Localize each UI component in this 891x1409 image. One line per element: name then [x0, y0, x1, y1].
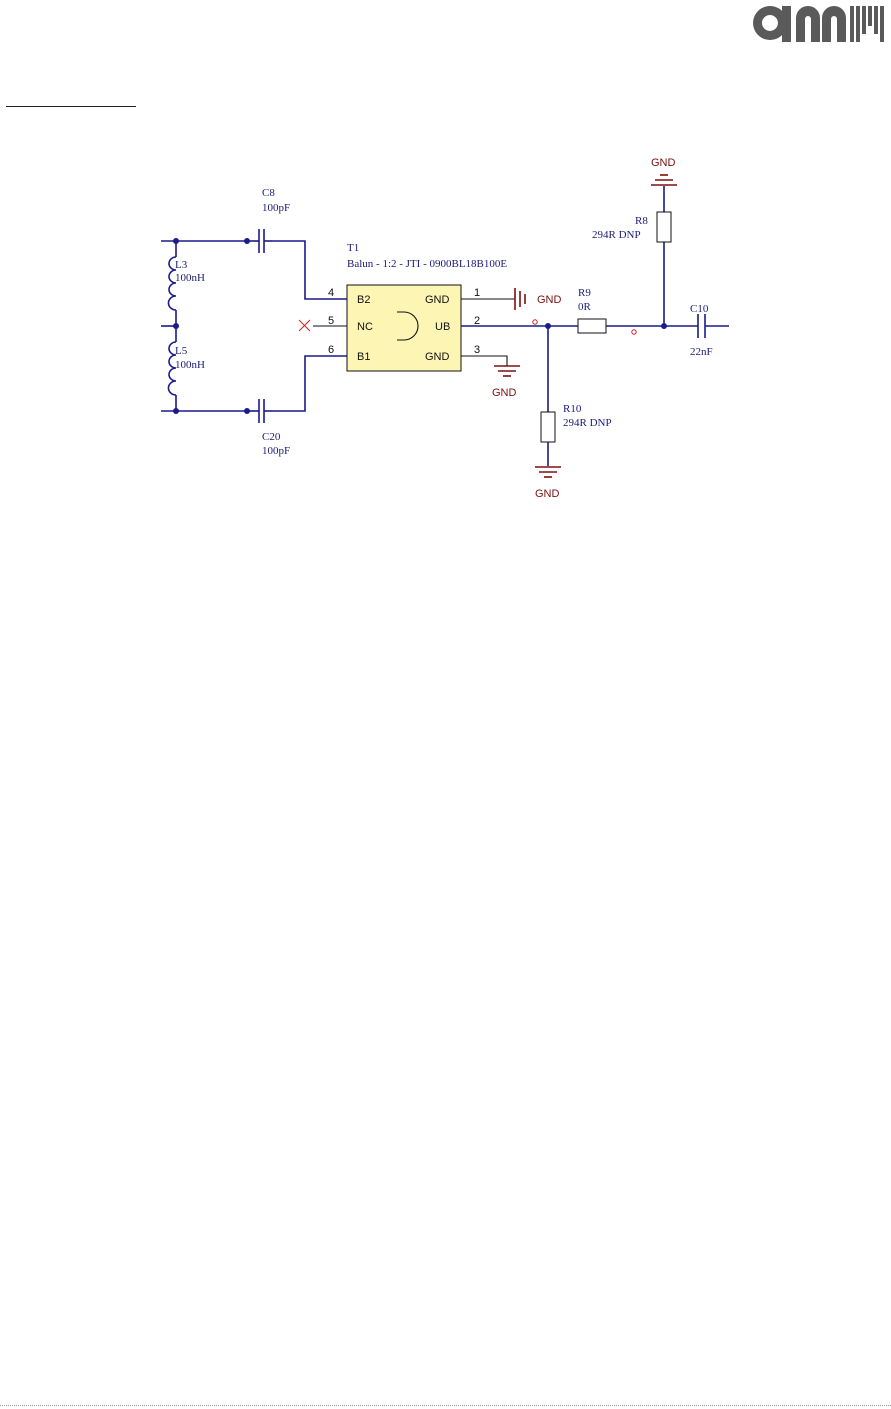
r8-resistor	[657, 212, 671, 242]
c10-ref: C10	[690, 303, 709, 315]
l5-value: 100nH	[175, 359, 205, 371]
c8-value: 100pF	[262, 202, 290, 214]
r9-value: 0R	[578, 301, 592, 313]
test-point-mark	[632, 330, 636, 334]
r8-ref: R8	[635, 215, 648, 227]
gnd-label-pin1: GND	[537, 294, 562, 306]
r9-ref: R9	[578, 287, 591, 299]
gnd-symbol-r10	[535, 467, 561, 477]
gnd-label-r8: GND	[651, 157, 676, 169]
gnd-label-r10: GND	[535, 488, 560, 500]
r10-resistor	[541, 412, 555, 442]
r10-value: 294R DNP	[563, 417, 612, 429]
gnd-symbol-r8	[651, 175, 677, 185]
l5-ref: L5	[175, 345, 188, 357]
r10-ref: R10	[563, 403, 582, 415]
c10-capacitor	[698, 314, 705, 338]
test-point-mark	[533, 320, 537, 324]
l3-value: 100nH	[175, 272, 205, 284]
pin-number-3: 3	[474, 344, 480, 356]
t1-value: Balun - 1:2 - JTI - 0900BL18B100E	[347, 258, 507, 270]
t1-ref: T1	[347, 242, 359, 254]
c20-capacitor	[250, 399, 272, 423]
r9-resistor	[578, 319, 606, 333]
pin-name-nc: NC	[357, 321, 373, 333]
c20-ref: C20	[262, 431, 281, 443]
pin-name-b1: B1	[357, 351, 370, 363]
pin-number-5: 5	[328, 315, 334, 327]
pin-number-2: 2	[474, 315, 480, 327]
pin-number-6: 6	[328, 344, 334, 356]
c8-capacitor	[250, 229, 272, 253]
c8-ref: C8	[262, 187, 275, 199]
gnd-symbol-pin1	[515, 288, 525, 310]
gnd-label-pin3: GND	[492, 387, 517, 399]
r8-value: 294R DNP	[592, 229, 641, 241]
pin-number-4: 4	[328, 287, 334, 299]
balun-schematic: C8 100pF C20 100pF L3 100nH L5 100nH T1 …	[0, 0, 891, 520]
pin-name-ub: UB	[435, 321, 450, 333]
pin-name-gnd-top: GND	[425, 294, 450, 306]
pin-number-1: 1	[474, 287, 480, 299]
pin-name-b2: B2	[357, 294, 370, 306]
no-connect-mark	[299, 320, 310, 331]
gnd-symbol-pin3	[494, 366, 520, 376]
c10-value: 22nF	[690, 346, 713, 358]
l3-ref: L3	[175, 259, 188, 271]
c20-value: 100pF	[262, 445, 290, 457]
pin-name-gnd-bottom: GND	[425, 351, 450, 363]
footer-rule	[0, 1405, 891, 1406]
